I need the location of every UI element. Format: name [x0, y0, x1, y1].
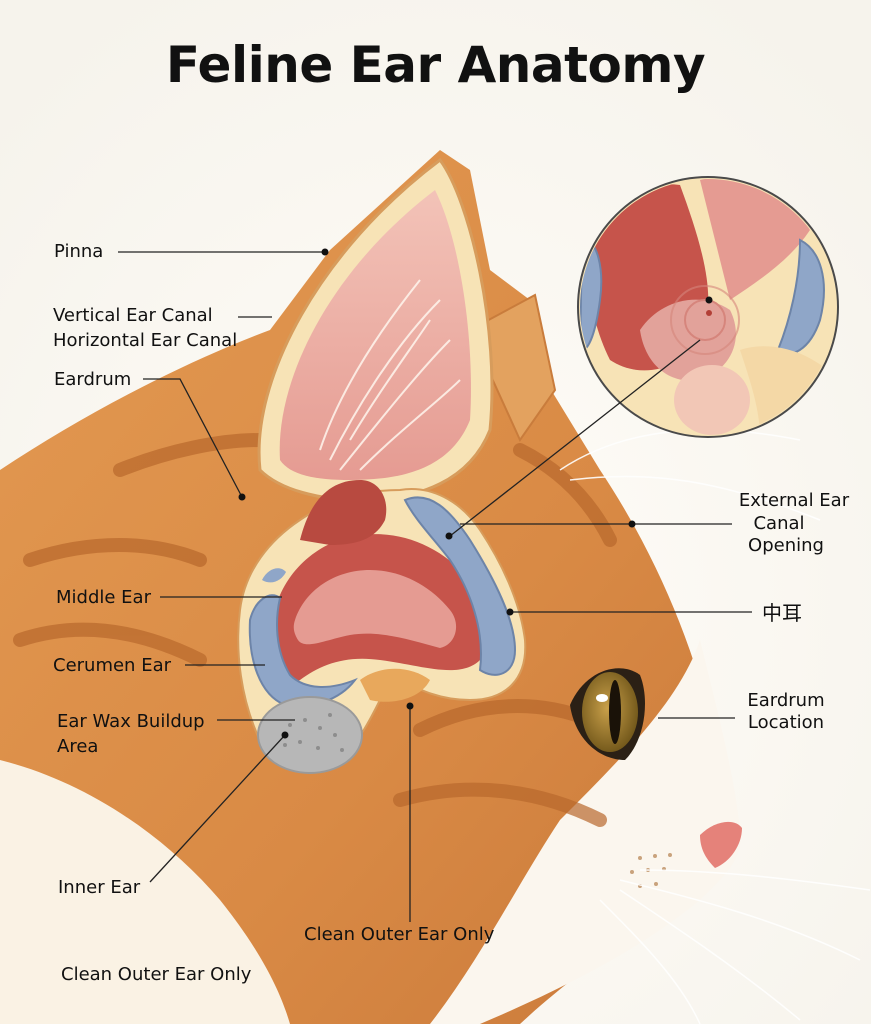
bone-blue-small — [262, 568, 286, 583]
whisker-dots — [630, 853, 672, 888]
eye-pupil — [609, 680, 621, 744]
label-eardrum: Eardrum — [54, 369, 132, 390]
label-horizontal-ear-canal: Horizontal Ear Canal — [53, 330, 238, 351]
eye-highlight — [596, 694, 608, 702]
bone-blue-right — [403, 496, 517, 676]
bone-blue-left — [248, 594, 358, 708]
wax-dots — [283, 713, 344, 752]
leader-eardrum — [143, 378, 243, 498]
label-ear-wax-line2: Area — [57, 736, 99, 757]
pinna-inner — [279, 190, 471, 480]
cat-muzzle-white — [430, 640, 741, 1024]
back-ear — [468, 293, 557, 443]
label-external-canal-line3: Opening — [748, 535, 824, 556]
page-title: Feline Ear Anatomy — [165, 36, 706, 94]
label-external-canal-line2: Canal — [753, 513, 805, 534]
label-eardrum-location-line2: Location — [747, 712, 825, 733]
label-inner-ear: Inner Ear — [58, 877, 141, 898]
label-ear-wax-line1: Ear Wax Buildup — [57, 711, 205, 732]
whiskers — [559, 429, 871, 1024]
leader-lines — [118, 251, 752, 922]
leader-dots — [238, 248, 713, 739]
pinna-hairs — [319, 279, 461, 471]
label-vertical-ear-canal: Vertical Ear Canal — [53, 305, 213, 326]
leader-zoom — [449, 339, 701, 537]
label-eardrum-location-line1: Eardrum — [747, 690, 825, 711]
label-clean-outer-center: Clean Outer Ear Only — [304, 924, 495, 945]
canal-tissue — [293, 570, 457, 648]
label-clean-outer-bottom: Clean Outer Ear Only — [61, 964, 252, 985]
ear-wax-area — [257, 696, 363, 774]
cat-chest-white — [0, 760, 290, 1024]
leader-inner-ear — [149, 734, 286, 883]
label-external-canal-line1: External Ear — [738, 490, 850, 511]
label-cerumen-ear: Cerumen Ear — [53, 655, 171, 676]
label-middle-ear-cn: 中耳 — [762, 601, 802, 625]
eardrum-zoom-circle — [577, 176, 839, 438]
cerumen-dots-region — [360, 668, 430, 702]
nose — [700, 821, 742, 868]
fur-stripes — [13, 433, 617, 827]
vertical-canal-red — [300, 480, 387, 545]
label-middle-ear: Middle Ear — [56, 587, 151, 608]
label-pinna: Pinna — [54, 241, 104, 262]
